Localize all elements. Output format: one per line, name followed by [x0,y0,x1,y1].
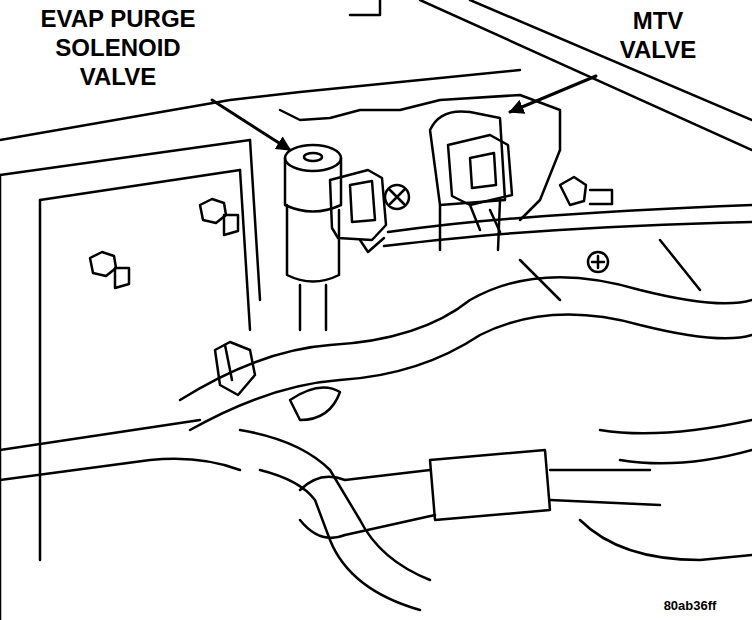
figure-code: 80ab36ff [640,598,740,614]
part-label: EVAP PURGE SOLENOID VALVE [18,4,218,91]
part-label: MTV VALVE [598,6,718,64]
